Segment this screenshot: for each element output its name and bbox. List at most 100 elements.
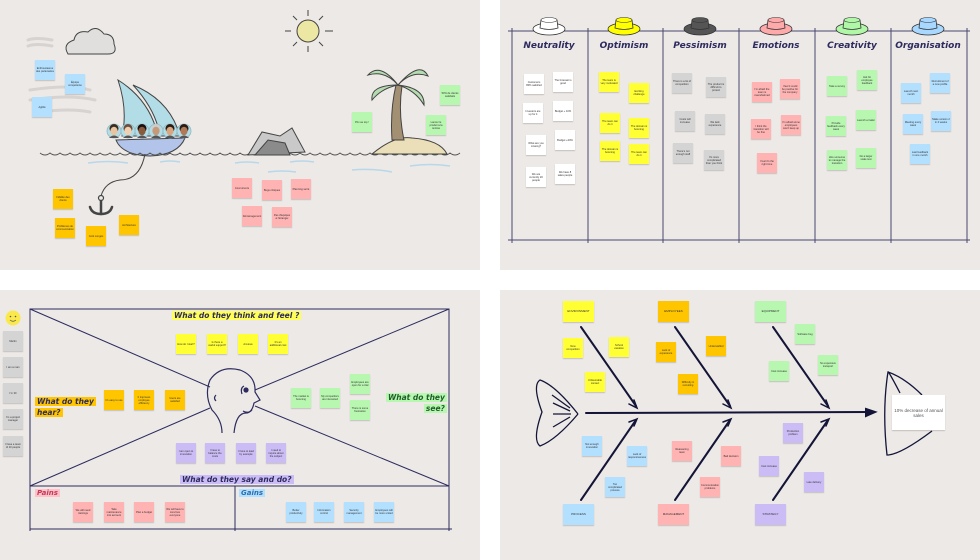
think-sticky-note[interactable]: It's an additional cost <box>268 334 288 354</box>
gain-sticky-note[interactable]: Information control <box>314 502 334 522</box>
hat-sticky-note[interactable]: There is a lot of competition <box>672 73 692 93</box>
cause-sticky-note[interactable]: Not enough innovation <box>582 436 602 456</box>
think-sticky-note[interactable]: Anxious <box>238 334 258 354</box>
category-management[interactable]: MANAGEMENT <box>658 504 689 525</box>
wind-sticky-note[interactable]: Enthousiasme des partenaires <box>35 60 55 80</box>
see-sticky-note[interactable]: There is some frustration <box>350 400 370 420</box>
anchor-sticky-note[interactable]: Fidélité des clients <box>53 189 73 209</box>
rock-sticky-note[interactable]: Concurrents <box>232 178 252 198</box>
see-sticky-note[interactable]: My competitors are interested <box>320 388 340 408</box>
island-sticky-note[interactable]: 50% de clients satisfaits <box>440 85 460 105</box>
cause-sticky-note[interactable]: Understaffed <box>706 336 726 356</box>
pain-sticky-note[interactable]: Plan a budget <box>134 502 154 522</box>
hat-sticky-note[interactable]: Hire someone to manage the transition <box>827 150 847 170</box>
pain-sticky-note[interactable]: We will have to convince everyone <box>165 502 185 522</box>
persona-sticky-note[interactable]: I have a team of 10 people <box>3 436 23 456</box>
hat-sticky-note[interactable]: Launch next month <box>901 83 921 103</box>
hat-sticky-note[interactable]: We lack experience <box>705 114 725 134</box>
see-sticky-note[interactable]: Employees are open for a trial <box>350 374 370 394</box>
category-equipment[interactable]: EQUIPMENT <box>755 301 786 322</box>
hat-sticky-note[interactable]: Exciting challenge <box>629 83 649 103</box>
persona-sticky-note[interactable]: I'm a project manager <box>3 409 23 429</box>
hat-sticky-note[interactable]: Ask for employee feedback <box>857 70 877 90</box>
hat-sticky-note[interactable]: I think the transition will be fine <box>751 119 771 139</box>
persona-sticky-note[interactable]: I am a man <box>3 357 23 377</box>
hat-sticky-note[interactable]: Budget + 10% <box>553 101 573 121</box>
hat-sticky-note[interactable]: I'm afraid some employees won't keep up <box>781 115 801 135</box>
cause-sticky-note[interactable]: Lack of experience <box>656 342 676 362</box>
category-environment[interactable]: ENVIRONMENT <box>563 301 594 322</box>
hat-sticky-note[interactable]: What are you missing? <box>526 135 546 155</box>
cause-sticky-note[interactable]: Difficulty in recruiting <box>678 374 698 394</box>
anchor-sticky-note[interactable]: Problèmes de communication <box>55 218 75 238</box>
hat-sticky-note[interactable]: I feel it's the right time <box>757 153 777 173</box>
cause-sticky-note[interactable]: School vacation <box>609 337 629 357</box>
cause-sticky-note[interactable]: Software bug <box>795 324 815 344</box>
cause-sticky-note[interactable]: Bad decision <box>721 446 741 466</box>
hat-sticky-note[interactable]: Launch a trailer <box>856 110 876 130</box>
rock-sticky-note[interactable]: Planning serré <box>291 179 311 199</box>
rock-sticky-note[interactable]: Déménagement <box>242 206 262 226</box>
hat-sticky-note[interactable]: Budget +20% <box>555 130 575 150</box>
island-sticky-note[interactable]: Prix au top ! <box>352 112 372 132</box>
hat-sticky-note[interactable]: Last feedback in one month <box>910 144 930 164</box>
cause-sticky-note[interactable]: Late delivery <box>804 472 824 492</box>
cause-sticky-note[interactable]: Cost increase <box>769 361 789 381</box>
gain-sticky-note[interactable]: Better productivity <box>286 502 306 522</box>
category-strategy[interactable]: STRATEGY <box>755 504 786 525</box>
hat-sticky-note[interactable]: Provide feedback every week <box>826 116 846 136</box>
persona-sticky-note[interactable]: I'm 30 <box>3 383 23 403</box>
hat-sticky-note[interactable]: Take a survey <box>827 76 847 96</box>
hat-sticky-note[interactable]: Do a larger scale test <box>856 148 876 168</box>
hat-sticky-note[interactable]: The product is difficult to protect <box>706 77 726 97</box>
hat-sticky-note[interactable]: I feel it could be positive for the comp… <box>780 79 800 99</box>
hat-sticky-note[interactable]: Recruitment of a new profile <box>930 73 950 93</box>
cause-sticky-note[interactable]: Unfavorable context <box>585 372 605 392</box>
island-sticky-note[interactable]: Lancer le produit à la rentrée <box>426 115 446 135</box>
say-sticky-note[interactable]: I am open to innovation <box>176 443 196 463</box>
wind-sticky-note[interactable]: Équipe compétente <box>65 74 85 94</box>
hat-sticky-note[interactable]: The team can do it <box>600 113 620 133</box>
anchor-sticky-note[interactable]: Coût congés <box>86 226 106 246</box>
gain-sticky-note[interactable]: Employees will be more united <box>374 502 394 522</box>
hat-sticky-note[interactable]: It's more complicated than you think <box>704 150 724 170</box>
hat-sticky-note[interactable]: We have 8 sales people <box>555 164 575 184</box>
hear-sticky-note[interactable]: It improves employee efficiency <box>134 390 154 410</box>
see-sticky-note[interactable]: The market is booming <box>291 388 311 408</box>
think-sticky-note[interactable]: Is there a useful support? <box>207 334 227 354</box>
say-sticky-note[interactable]: I need to inquire about the subject <box>266 443 286 463</box>
pain-sticky-note[interactable]: We will need trainings <box>73 502 93 522</box>
hat-sticky-note[interactable]: I'm afraid the team is overwhelmed <box>752 82 772 102</box>
anchor-sticky-note[interactable]: Architecture <box>119 215 139 235</box>
gain-sticky-note[interactable]: Security management <box>344 502 364 522</box>
cause-sticky-note[interactable]: Communication problems <box>700 477 720 497</box>
hear-sticky-note[interactable]: Users are satisfied <box>165 390 185 410</box>
hat-sticky-note[interactable]: Customers 80% satisfied <box>524 74 544 94</box>
cause-sticky-note[interactable]: Lack of responsiveness <box>627 446 647 466</box>
category-employees[interactable]: EMPLOYEES <box>658 301 689 322</box>
rock-sticky-note[interactable]: Bugs critiques <box>262 180 282 200</box>
pain-sticky-note[interactable]: Take maintenance into account <box>104 502 124 522</box>
hat-sticky-note[interactable]: The team can do it <box>629 144 649 164</box>
hat-sticky-note[interactable]: Costs will increase <box>675 111 695 131</box>
persona-sticky-note[interactable]: Martin <box>3 331 23 351</box>
cause-sticky-note[interactable]: Production problem <box>783 423 803 443</box>
cause-sticky-note[interactable]: New competition <box>563 338 583 358</box>
hat-sticky-note[interactable]: The domain is booming <box>600 141 620 161</box>
hat-sticky-note[interactable]: Make version 2 in 2 weeks <box>931 111 951 131</box>
rock-sticky-note[interactable]: Pas d'équipes à l'étranger <box>272 207 292 227</box>
cause-sticky-note[interactable]: Reassuring team <box>672 441 692 461</box>
say-sticky-note[interactable]: I have to lead by example <box>236 443 256 463</box>
hat-sticky-note[interactable]: The team is very motivated <box>599 72 619 92</box>
hear-sticky-note[interactable]: It's easy to use <box>104 390 124 410</box>
wind-sticky-note[interactable]: Agilité <box>32 97 52 117</box>
say-sticky-note[interactable]: I have to balance the costs <box>205 443 225 463</box>
hat-sticky-note[interactable]: Investors are up for it <box>523 103 543 123</box>
hat-sticky-note[interactable]: The domain is booming <box>629 118 649 138</box>
hat-sticky-note[interactable]: We are currently 20 people <box>526 167 546 187</box>
hat-sticky-note[interactable]: There's not enough staff <box>673 143 693 163</box>
problem-statement[interactable]: 10% decrease of annual sales <box>892 395 945 430</box>
think-sticky-note[interactable]: How do I start? <box>176 334 196 354</box>
hat-sticky-note[interactable]: The forecast is good <box>553 72 573 92</box>
category-process[interactable]: PROCESS <box>563 504 594 525</box>
